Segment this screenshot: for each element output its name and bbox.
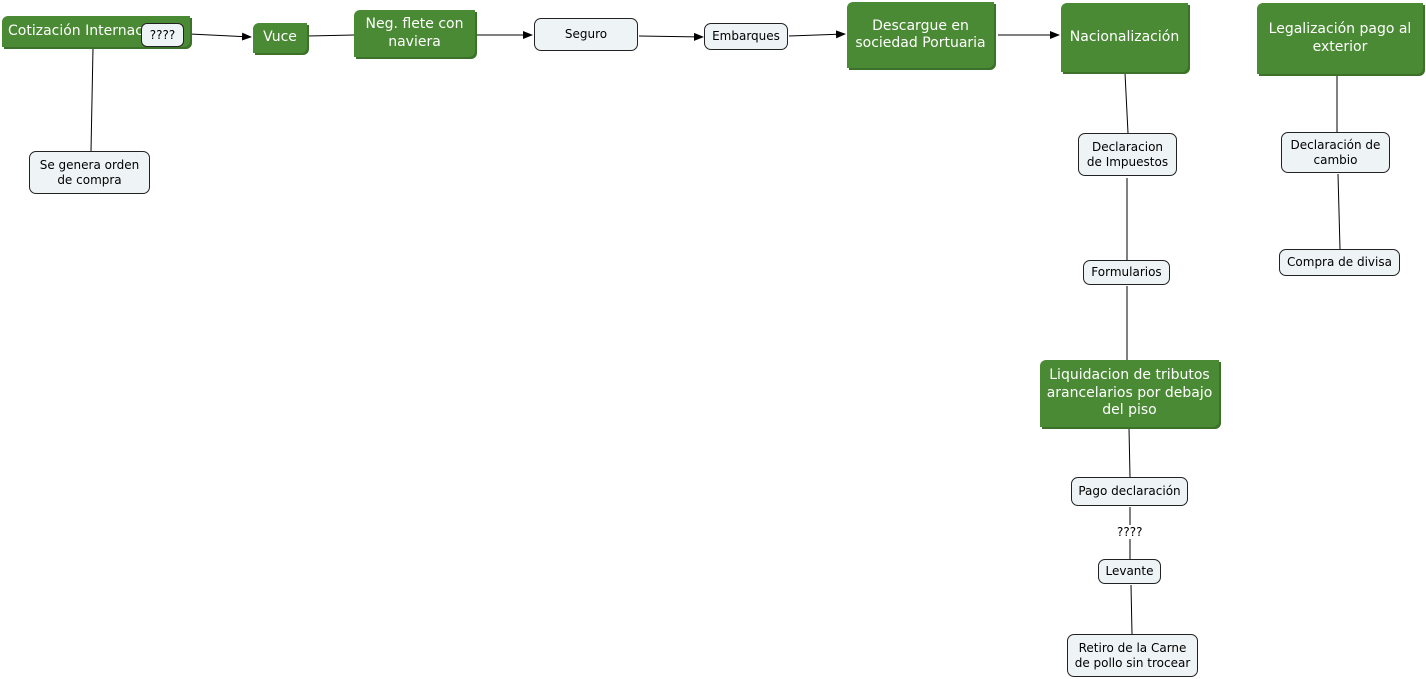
line-declcambio-divisa: [1337, 173, 1341, 250]
node-seguro[interactable]: Seguro: [534, 18, 638, 51]
line-nacionalizacion-declaracion: [1124, 72, 1129, 134]
line-vuce-negflete: [307, 34, 355, 37]
link-label-top: ????: [141, 23, 184, 47]
node-nacionalizacion[interactable]: Nacionalización: [1061, 3, 1188, 72]
node-formularios[interactable]: Formularios: [1083, 260, 1170, 285]
node-pago-declaracion[interactable]: Pago declaración: [1071, 477, 1188, 506]
node-liquidacion[interactable]: Liquidacion de tributos arancelarios por…: [1040, 360, 1219, 427]
node-vuce[interactable]: Vuce: [253, 23, 307, 53]
arrow-cotizacion-vuce: [189, 32, 252, 41]
arrow-seguro-embarques: [638, 32, 704, 41]
node-levante[interactable]: Levante: [1098, 559, 1161, 584]
line-cotizacion-orden: [90, 47, 94, 152]
line-levante-retiro: [1130, 584, 1133, 635]
arrow-embarques-descargue: [788, 30, 846, 39]
node-legalizacion[interactable]: Legalización pago al exterior: [1257, 3, 1423, 74]
node-embarques[interactable]: Embarques: [704, 23, 788, 50]
node-orden-compra[interactable]: Se genera orden de compra: [29, 151, 150, 194]
node-descargue[interactable]: Descargue en sociedad Portuaria: [847, 2, 994, 68]
node-compra-divisa[interactable]: Compra de divisa: [1279, 249, 1400, 276]
node-declaracion-cambio[interactable]: Declaración de cambio: [1281, 132, 1390, 173]
node-retiro[interactable]: Retiro de la Carne de pollo sin trocear: [1067, 634, 1198, 677]
node-neg-flete[interactable]: Neg. flete con naviera: [354, 10, 475, 57]
line-liquidacion-pago: [1128, 427, 1131, 478]
node-declaracion-impuestos[interactable]: Declaracion de Impuestos: [1078, 133, 1177, 176]
link-label-bottom: ????: [1115, 525, 1145, 539]
